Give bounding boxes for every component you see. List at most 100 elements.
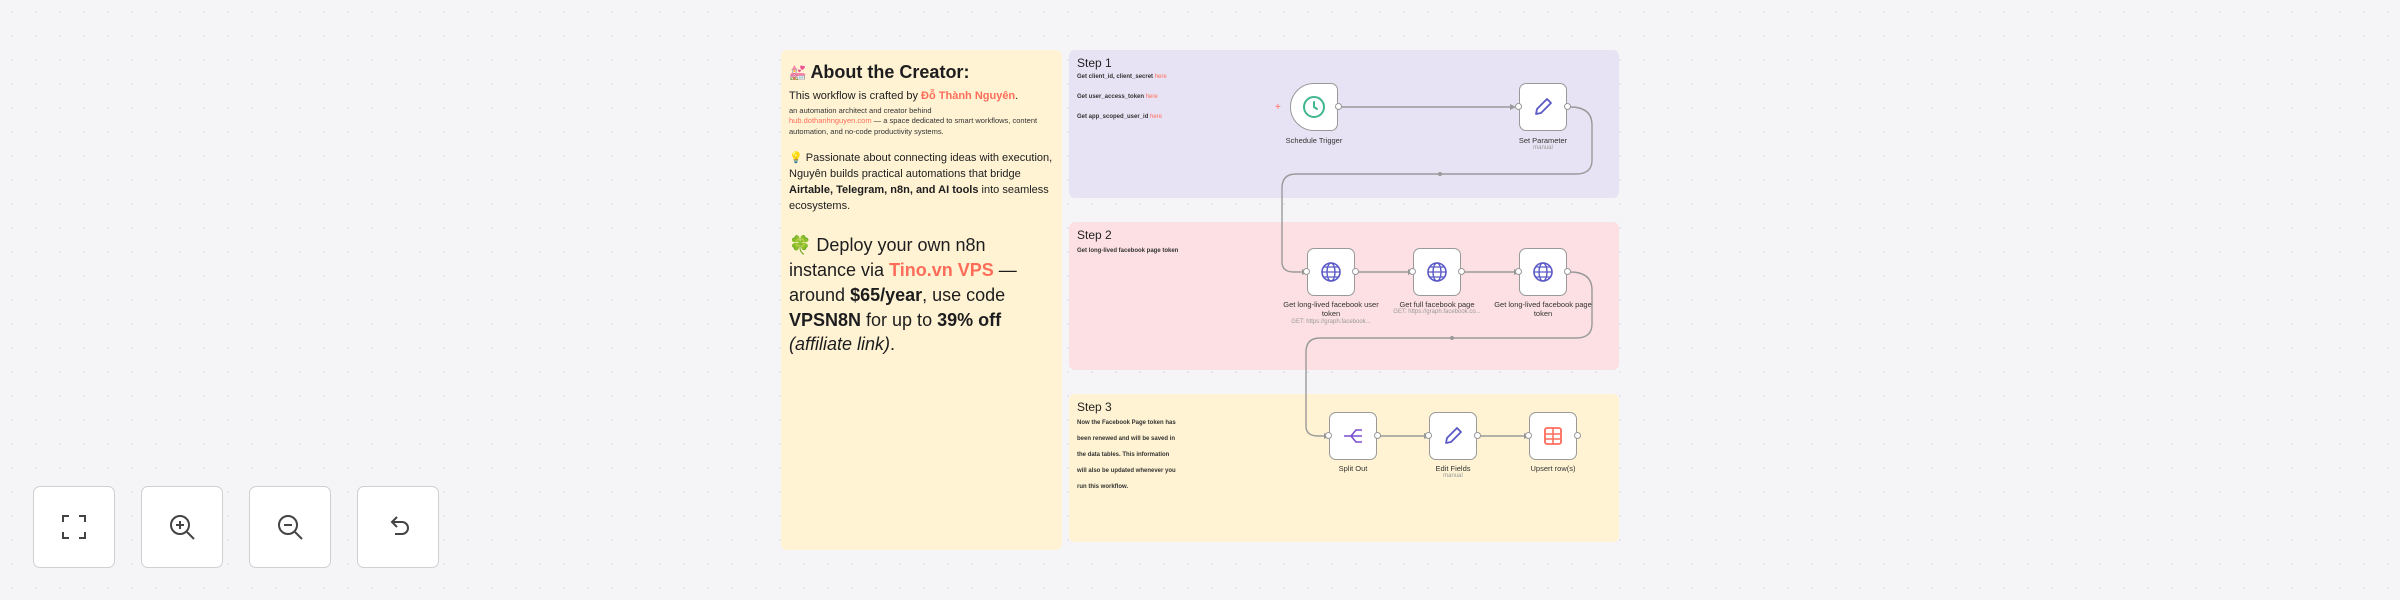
upsert-rows-label: Upsert row(s): [1530, 464, 1576, 473]
promo-code: VPSN8N: [789, 309, 862, 330]
creator-paragraph-2: 💡 Passionate about connecting ideas with…: [789, 151, 1054, 215]
zoom-out-icon: [278, 515, 303, 540]
step3-line: will also be updated whenever you: [1077, 468, 1176, 474]
schedule-trigger-node[interactable]: [1290, 83, 1338, 131]
small-text-b: — a space dedicated to smart workflows, …: [789, 116, 1038, 136]
step2-title: Step 2: [1077, 228, 1112, 242]
table-icon: [1544, 427, 1562, 445]
input-port[interactable]: [1425, 432, 1432, 439]
node-title: Edit Fields: [1435, 464, 1471, 473]
edit-fields-node[interactable]: [1429, 412, 1477, 460]
input-port[interactable]: [1525, 432, 1532, 439]
step3-title: Step 3: [1077, 400, 1112, 414]
para3-text-d: for up to: [861, 309, 938, 330]
node-subtitle: GET: https://graph.facebook...: [1291, 318, 1371, 325]
undo-icon: [390, 516, 409, 535]
node-title: Set Parameter: [1518, 136, 1568, 145]
split-icon: [1344, 429, 1362, 443]
step1-line: Get user_access_token here: [1077, 94, 1158, 100]
bulb-icon: 💡: [789, 152, 803, 165]
wedding-emoji-icon: 💒: [789, 64, 807, 80]
step1-line-text: Get app_scoped_user_id: [1077, 114, 1151, 120]
node-title: Get long-lived facebook user token: [1283, 300, 1379, 319]
input-port[interactable]: [1325, 432, 1332, 439]
tino-vps-link[interactable]: Tino.vn VPS: [889, 259, 994, 280]
output-port[interactable]: [1564, 268, 1571, 275]
set-parameter-node[interactable]: [1519, 83, 1567, 131]
globe-icon: [1533, 262, 1553, 282]
step1-title: Step 1: [1077, 56, 1112, 70]
output-port[interactable]: [1458, 268, 1465, 275]
input-port[interactable]: [1515, 268, 1522, 275]
clock-icon: [1303, 96, 1325, 118]
creator-sticky-note[interactable]: 💒 About the Creator: This workflow is cr…: [781, 50, 1062, 550]
output-port[interactable]: [1564, 103, 1571, 110]
output-port[interactable]: [1474, 432, 1481, 439]
input-port[interactable]: [1303, 268, 1310, 275]
node-subtitle: GET: https://graph.facebook.co...: [1393, 309, 1481, 316]
step3-line: the data tables. This information: [1077, 452, 1170, 458]
fit-view-button[interactable]: [33, 486, 115, 568]
para2-text-b: into seamless ecosystems.: [789, 184, 1049, 213]
node-title: Get long-lived facebook page token: [1494, 300, 1592, 319]
discount: 39% off: [937, 309, 1002, 330]
step1-line: Get client_id, client_secret here: [1077, 74, 1167, 80]
pencil-icon: [1445, 427, 1462, 444]
reset-zoom-button[interactable]: [357, 486, 439, 568]
output-port[interactable]: [1574, 432, 1581, 439]
step1-line-text: Get user_access_token: [1077, 94, 1146, 100]
price: $65/year: [850, 284, 923, 305]
zoom-in-icon: [170, 515, 195, 540]
step1-here-link[interactable]: here: [1145, 94, 1158, 100]
creator-small-text: an automation architect and creator behi…: [789, 106, 1054, 138]
node-title: Get full facebook page: [1399, 300, 1475, 309]
upsert-rows-node[interactable]: [1529, 412, 1577, 460]
para2-text-a: Passionate about connecting ideas with e…: [789, 152, 1053, 181]
intro-suffix: .: [1015, 90, 1019, 102]
node-subtitle: manual: [1443, 473, 1463, 480]
get-full-page-node[interactable]: [1413, 248, 1461, 296]
para3-text-b: — around: [789, 259, 1017, 305]
output-port[interactable]: [1374, 432, 1381, 439]
schedule-trigger-label: Schedule Trigger: [1285, 136, 1343, 145]
step3-line: Now the Facebook Page token has: [1077, 420, 1176, 426]
step1-line-text: Get client_id, client_secret: [1077, 74, 1155, 80]
fit-view-icon: [62, 515, 86, 539]
step1-here-link[interactable]: here: [1154, 74, 1167, 80]
input-port[interactable]: [1515, 103, 1522, 110]
affiliate-note: (affiliate link): [789, 334, 891, 355]
creator-paragraph-3: 🍀 Deploy your own n8n instance via Tino.…: [789, 233, 1054, 357]
step1-line: Get app_scoped_user_id here: [1077, 114, 1162, 120]
para3-text-c: , use code: [922, 284, 1006, 305]
globe-icon: [1321, 262, 1341, 282]
hub-link[interactable]: hub.dothanhnguyen.com: [789, 116, 872, 126]
get-user-token-node[interactable]: [1307, 248, 1355, 296]
split-out-node[interactable]: [1329, 412, 1377, 460]
intro-prefix: This workflow is crafted by: [789, 90, 922, 102]
output-port[interactable]: [1335, 103, 1342, 110]
step3-line: been renewed and will be saved in: [1077, 436, 1176, 442]
zoom-in-button[interactable]: [141, 486, 223, 568]
step3-line: run this workflow.: [1077, 484, 1129, 490]
output-port[interactable]: [1352, 268, 1359, 275]
para3-end: .: [890, 334, 896, 355]
step2-line: Get long-lived facebook page token: [1077, 248, 1179, 254]
input-port[interactable]: [1409, 268, 1416, 275]
split-out-label: Split Out: [1338, 464, 1368, 473]
creator-title-text: About the Creator:: [810, 62, 970, 82]
author-name: Đỗ Thành Nguyên: [921, 90, 1016, 102]
small-text-a: an automation architect and creator behi…: [789, 105, 932, 115]
clover-icon: 🍀: [789, 235, 812, 256]
node-subtitle: manual: [1533, 145, 1553, 152]
zoom-out-button[interactable]: [249, 486, 331, 568]
get-page-token-label: Get long-lived facebook page token: [1488, 300, 1598, 319]
step2-sticky-note[interactable]: Step 2 Get long-lived facebook page toke…: [1069, 222, 1619, 370]
get-page-token-node[interactable]: [1519, 248, 1567, 296]
globe-icon: [1427, 262, 1447, 282]
step1-here-link[interactable]: here: [1150, 114, 1163, 120]
pencil-icon: [1535, 98, 1552, 115]
